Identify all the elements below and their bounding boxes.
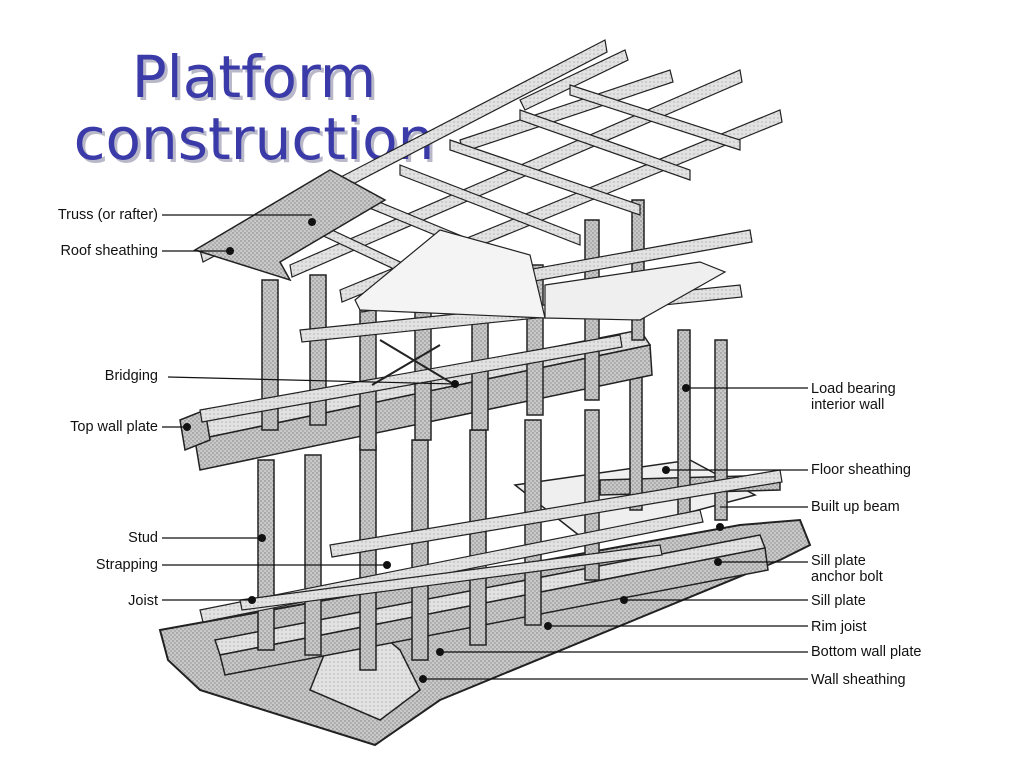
- label-bridging: Bridging: [104, 368, 158, 384]
- label-top-wall-plate: Top wall plate: [70, 419, 158, 435]
- rim-joist: [219, 547, 769, 676]
- leader-dots: [183, 218, 724, 683]
- lower-joists: [199, 469, 783, 623]
- label-sill-anchor-line2: anchor bolt: [811, 569, 883, 585]
- label-joist: Joist: [128, 593, 158, 609]
- page-title: Platform construction: [64, 46, 444, 170]
- label-wall-sheathing: Wall sheathing: [811, 672, 906, 688]
- label-sill-anchor-line1: Sill plate: [811, 553, 866, 569]
- label-stud: Stud: [128, 530, 158, 546]
- label-rim-joist: Rim joist: [811, 619, 867, 635]
- upper-floor-sheathing: [544, 261, 727, 321]
- roof-sheathing-panel: [193, 169, 387, 282]
- label-bottom-wall-plate: Bottom wall plate: [811, 644, 922, 660]
- label-truss: Truss (or rafter): [57, 207, 158, 223]
- roof-purlins: [299, 84, 741, 301]
- label-built-up-beam: Built up beam: [811, 499, 900, 515]
- label-strapping: Strapping: [95, 557, 158, 573]
- interior-wall-studs: [629, 329, 728, 521]
- label-roof-sheathing: Roof sheathing: [60, 243, 158, 259]
- title-line-1: Platform: [131, 43, 377, 111]
- bridging: [371, 339, 456, 386]
- label-load-bearing-line1: Load bearing: [811, 381, 896, 397]
- label-floor-sheathing: Floor sheathing: [811, 462, 911, 478]
- label-load-bearing-line2: interior wall: [811, 397, 885, 413]
- leader-lines: [162, 214, 808, 680]
- label-sill-plate: Sill plate: [811, 593, 866, 609]
- truss-gable: [354, 229, 546, 319]
